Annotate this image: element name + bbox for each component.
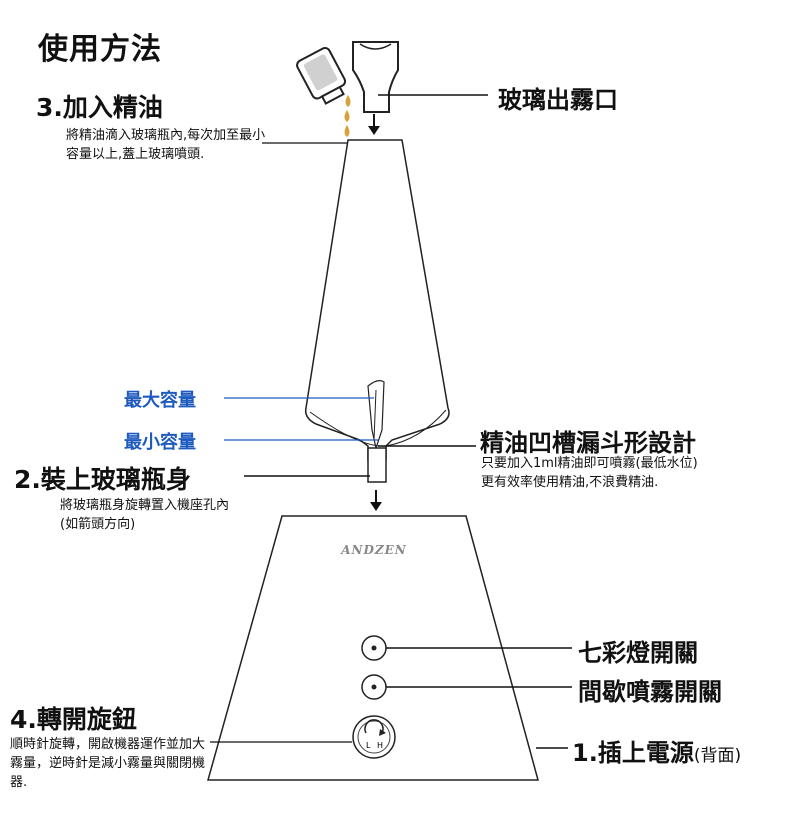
oil-drops-icon xyxy=(344,95,351,137)
brand-logo: ANDZEN xyxy=(340,543,407,557)
interval-switch-label: 間歇噴霧開關 xyxy=(578,678,722,706)
page-title: 使用方法 xyxy=(38,32,162,67)
step4-heading: 4.轉開旋鈕 xyxy=(10,705,137,734)
glass-bottle-icon xyxy=(304,139,450,483)
step4-description: 順時針旋轉，開啟機器運作並加大霧量，逆時針是減小霧量與關閉機器. xyxy=(10,737,206,790)
step1-heading-text: 1.插上電源 xyxy=(572,739,694,767)
knob-low-mark: L xyxy=(366,741,371,750)
knob-high-mark: H xyxy=(377,741,383,750)
step2-description: 將玻璃瓶身旋轉置入機座孔內(如箭頭方向) xyxy=(60,498,230,532)
oil-bottle-icon xyxy=(296,47,347,105)
step1-heading: 1.插上電源(背面) xyxy=(572,733,741,768)
arrow-down-icon xyxy=(370,490,382,511)
step3-description: 將精油滴入玻璃瓶內,每次加至最小容量以上,蓋上玻璃噴頭. xyxy=(66,128,266,162)
glass-nozzle-icon xyxy=(352,41,399,113)
funnel-design-heading: 精油凹槽漏斗形設計 xyxy=(480,429,696,457)
nozzle-label: 玻璃出霧口 xyxy=(498,86,618,114)
step1-note: (背面) xyxy=(693,746,742,766)
light-switch-label: 七彩燈開關 xyxy=(578,639,698,667)
rotate-arrow-icon xyxy=(364,719,384,734)
funnel-desc-line2: 更有效率使用精油,不浪費精油. xyxy=(481,475,659,490)
light-switch-button[interactable] xyxy=(361,635,387,661)
arrow-down-icon xyxy=(368,114,380,135)
max-capacity-label: 最大容量 xyxy=(124,390,196,411)
step2-heading: 2.裝上玻璃瓶身 xyxy=(14,465,191,494)
funnel-desc-line1: 只要加入1ml精油即可噴霧(最低水位) xyxy=(481,456,698,471)
min-capacity-label: 最小容量 xyxy=(124,432,196,453)
rotary-knob[interactable]: L H xyxy=(352,715,396,759)
step3-heading: 3.加入精油 xyxy=(36,93,163,122)
interval-switch-button[interactable] xyxy=(361,674,387,700)
